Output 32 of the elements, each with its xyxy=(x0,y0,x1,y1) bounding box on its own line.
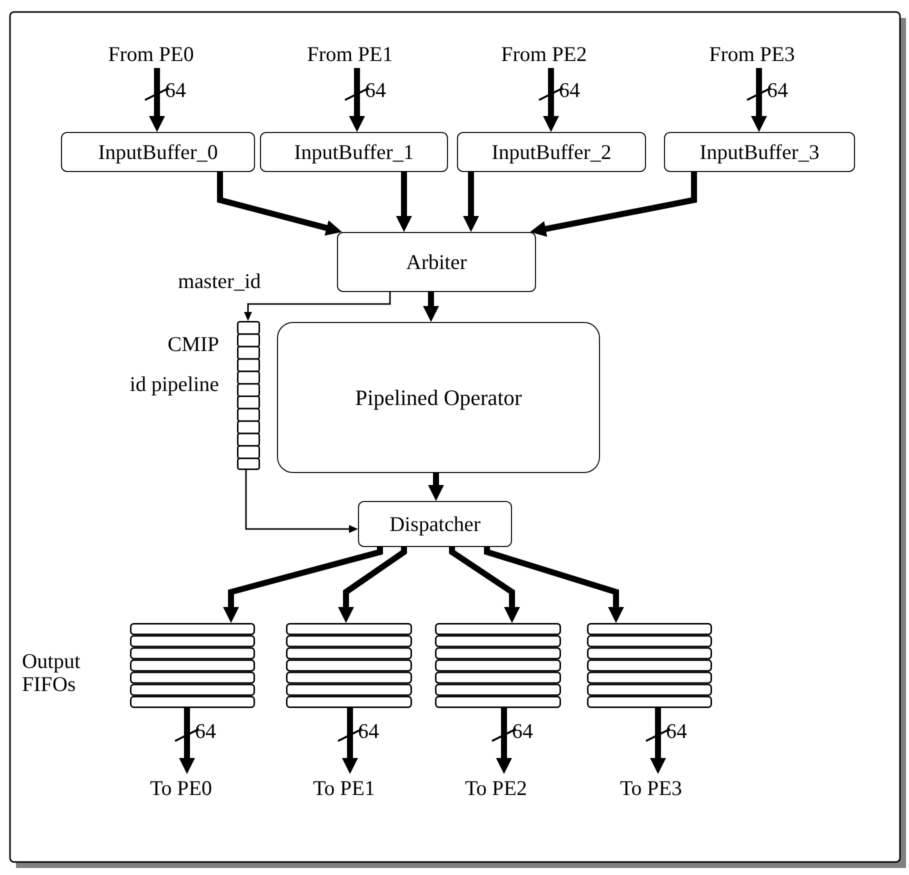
side-label: CMIP xyxy=(168,333,219,356)
port-label: From PE0 xyxy=(101,40,201,68)
block-box: Dispatcher xyxy=(358,501,512,547)
edge-label: 64 xyxy=(165,79,186,102)
edge-label: 64 xyxy=(559,79,580,102)
fifo-stack xyxy=(435,623,561,708)
edge-label: 64 xyxy=(512,720,533,744)
shift-register xyxy=(237,321,260,470)
edge-label: 64 xyxy=(666,720,687,744)
edge-label: 64 xyxy=(365,79,386,102)
port-label: From PE3 xyxy=(702,40,802,68)
edge-label: 64 xyxy=(195,720,216,744)
fifo-stack xyxy=(587,623,712,708)
port-label: To PE1 xyxy=(304,774,384,802)
side-label: id pipeline xyxy=(130,373,219,396)
block-box: Arbiter xyxy=(337,232,536,292)
fifo-stack xyxy=(130,623,255,708)
edge-label: 64 xyxy=(767,79,788,102)
block-box: InputBuffer_0 xyxy=(61,132,255,172)
group-label: Output FIFOs xyxy=(22,650,82,696)
block-box: InputBuffer_1 xyxy=(260,132,448,172)
block-box: InputBuffer_3 xyxy=(664,132,855,172)
operator-block: Pipelined Operator xyxy=(277,322,600,473)
edge-label: master_id xyxy=(178,270,261,294)
edge-label: 64 xyxy=(358,720,379,744)
port-label: To PE3 xyxy=(611,774,691,802)
port-label: To PE0 xyxy=(141,774,221,802)
port-label: From PE2 xyxy=(494,40,594,68)
port-label: To PE2 xyxy=(456,774,536,802)
port-label: From PE1 xyxy=(300,40,400,68)
block-box: InputBuffer_2 xyxy=(457,132,646,172)
fifo-stack xyxy=(286,623,412,708)
